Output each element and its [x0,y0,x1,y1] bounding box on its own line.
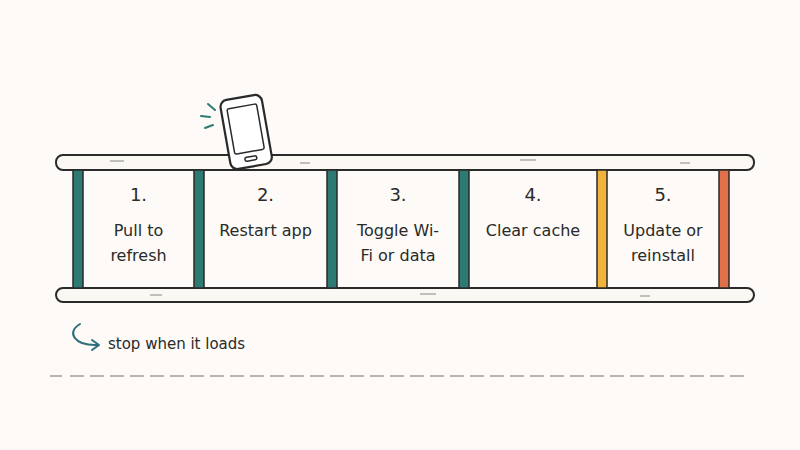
ladder-step: 3. Toggle Wi-Fi or data [337,170,459,288]
step-label: Clear cache [486,218,580,243]
ladder-step: 4. Clear cache [469,170,597,288]
step-number: 3. [389,184,406,206]
wood-grain [110,160,690,296]
step-label: Pull to refresh [89,218,189,268]
note-text: stop when it loads [108,334,245,354]
ladder-post [459,170,469,288]
top-rail [56,155,754,170]
step-number: 4. [524,184,541,206]
ground-line [50,375,750,377]
step-label: Restart app [219,218,312,243]
step-number: 2. [257,184,274,206]
ladder-post [73,170,83,288]
arrow-head [92,340,99,350]
step-label: Toggle Wi-Fi or data [353,218,443,268]
step-number: 5. [654,184,671,206]
ladder-step: 5. Update or reinstall [607,170,719,288]
ladder-post [327,170,337,288]
step-number: 1. [130,184,147,206]
ladder-step: 1. Pull to refresh [83,170,194,288]
ladder-post [719,170,729,288]
ladder-step: 2. Restart app [204,170,327,288]
step-label: Update or reinstall [611,218,715,268]
phone-icon [219,94,273,170]
ladder-post [194,170,204,288]
shake-marks [201,104,215,128]
ladder-post [597,170,607,288]
